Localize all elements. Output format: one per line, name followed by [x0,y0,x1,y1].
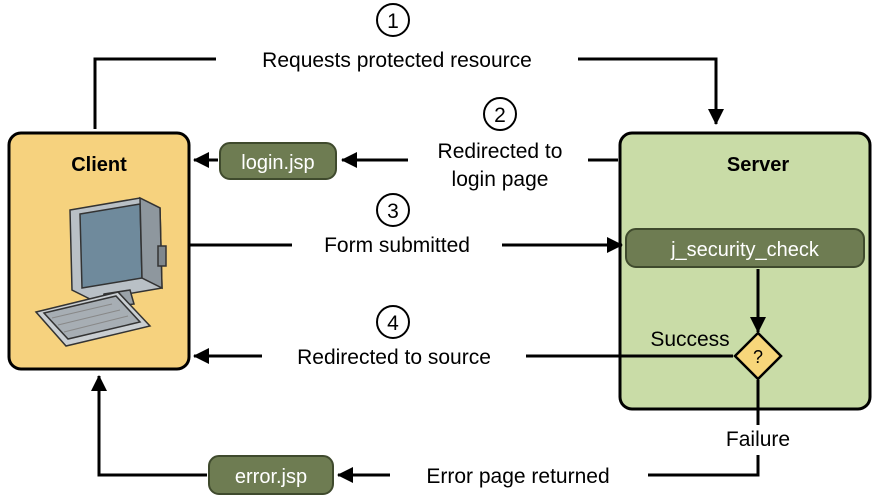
step-1-line-left [93,57,216,129]
login-page-label: login.jsp [241,152,314,174]
step-1-circle [376,3,410,37]
step-1-number: 1 [387,10,399,33]
step-1-label: Requests protected resource [262,49,532,72]
step-3-number: 3 [387,200,399,223]
step-1-arrow [578,57,724,125]
step-4-number: 4 [387,312,399,335]
step-2-label-line1: Redirected to [438,140,563,163]
step-2-number: 2 [494,104,506,127]
security-check-label: j_security_check [670,239,820,261]
server-box [618,131,872,411]
desktop-computer-icon [34,196,167,347]
step-4-label: Redirected to source [297,346,491,369]
step-3-circle [376,193,410,227]
step-3-label: Form submitted [324,234,470,257]
login-page-pill [219,142,337,180]
decision-diamond [733,331,783,381]
server-title: Server [727,154,789,176]
security-check-pill [625,228,865,268]
error-page-pill [208,455,334,495]
step-2-circle [483,97,517,131]
failure-label: Failure [726,428,790,451]
error-flow-label: Error page returned [426,465,609,488]
success-label: Success [650,328,729,351]
step-2-label-line2: login page [452,168,549,191]
failure-line-bottom [648,455,760,477]
error-page-label: error.jsp [235,466,307,488]
error-to-client-arrow [91,375,207,477]
decision-symbol: ? [753,347,763,367]
client-title: Client [71,154,127,176]
step-4-circle [376,305,410,339]
